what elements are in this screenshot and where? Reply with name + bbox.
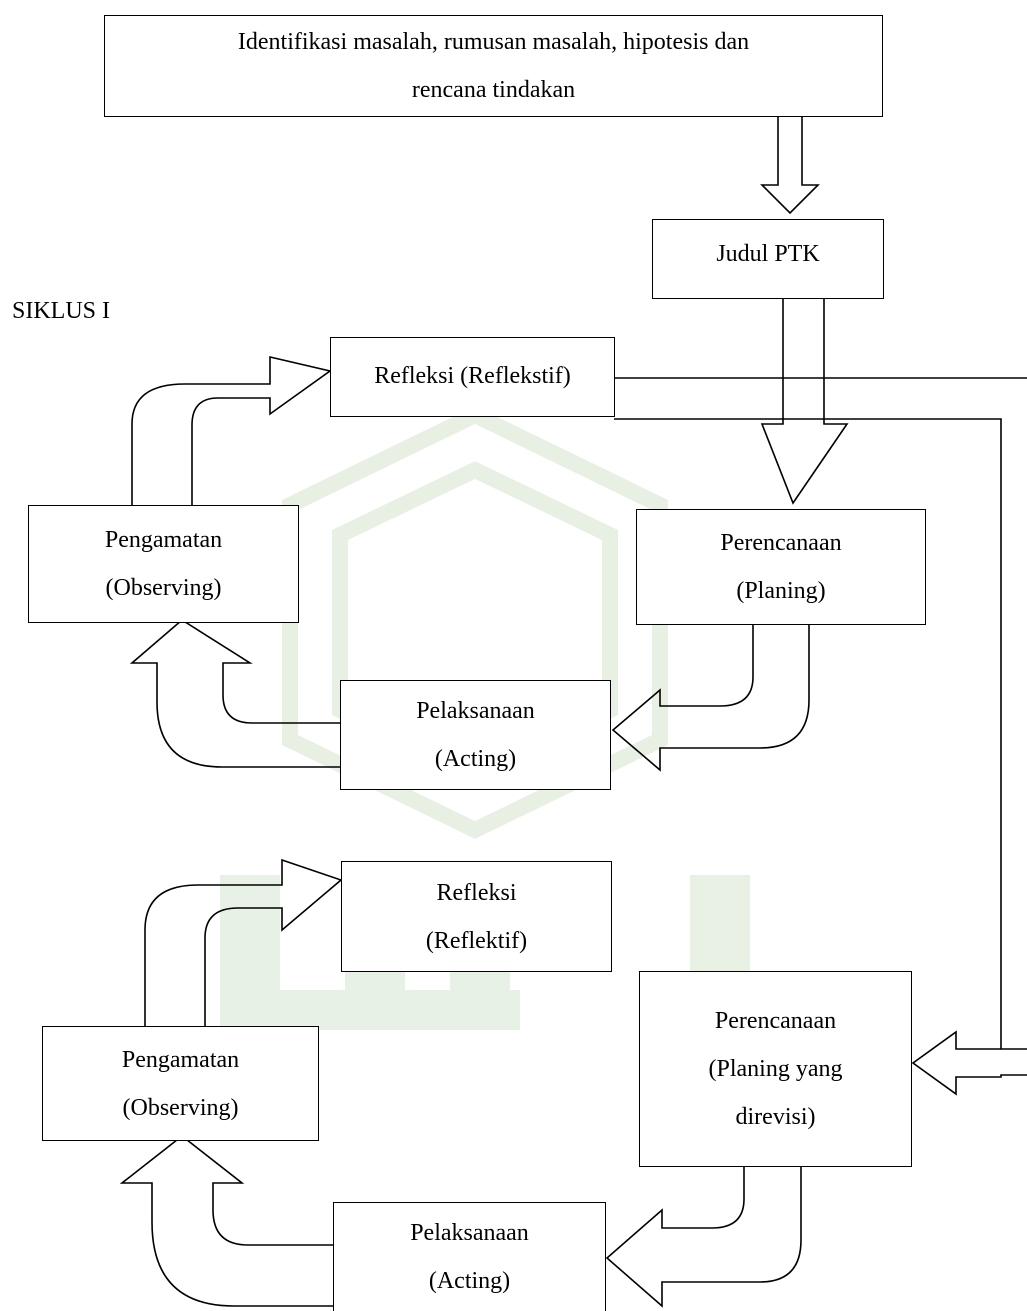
pelaksanaan-1-line1: Pelaksanaan bbox=[416, 698, 535, 724]
judul-ptk-label: Judul PTK bbox=[716, 241, 820, 267]
arrow-perencanaan-to-pelaksanaan-2 bbox=[605, 1167, 802, 1308]
perencanaan-2-line2: (Planing yang bbox=[708, 1056, 843, 1082]
arrow-pelaksanaan-to-pengamatan-2 bbox=[119, 1134, 333, 1307]
arrow-pelaksanaan-to-pengamatan-1 bbox=[129, 619, 340, 768]
arrow-pengamatan-to-refleksi-2 bbox=[144, 858, 343, 1026]
pelaksanaan-1-line2: (Acting) bbox=[434, 746, 517, 772]
problem-identification-box: Identifikasi masalah, rumusan masalah, h… bbox=[104, 15, 883, 117]
cycle-1-label: SIKLUS I bbox=[12, 298, 111, 324]
problem-identification-line2: rencana tindakan bbox=[411, 77, 576, 103]
pengamatan-2-line2: (Observing) bbox=[122, 1094, 239, 1121]
pengamatan-2-line1: Pengamatan bbox=[121, 1046, 240, 1073]
pelaksanaan-2-line2: (Acting) bbox=[428, 1268, 511, 1294]
perencanaan-1-line2: (Planing) bbox=[736, 578, 826, 604]
perencanaan-1-line1: Perencanaan bbox=[720, 530, 842, 556]
judul-ptk-box: Judul PTK bbox=[652, 219, 884, 299]
pengamatan-box-1: Pengamatan (Observing) bbox=[28, 505, 299, 623]
pelaksanaan-2-line1: Pelaksanaan bbox=[410, 1220, 529, 1246]
refleksi-box-1: Refleksi (Reflekstif) bbox=[330, 337, 615, 417]
arrow-into-perencanaan-2 bbox=[911, 1030, 1027, 1096]
perencanaan-2-line1: Perencanaan bbox=[714, 1008, 837, 1034]
arrow-perencanaan-to-pelaksanaan-1 bbox=[611, 625, 810, 772]
problem-identification-line1: Identifikasi masalah, rumusan masalah, h… bbox=[237, 29, 750, 55]
arrow-pengamatan-to-refleksi-1 bbox=[131, 355, 332, 505]
arrow-top-to-judul bbox=[760, 116, 820, 215]
pengamatan-box-2: Pengamatan (Observing) bbox=[42, 1026, 319, 1141]
refleksi-1-label: Refleksi (Reflekstif) bbox=[374, 363, 571, 389]
pengamatan-1-line2: (Observing) bbox=[105, 575, 222, 601]
perencanaan-box-2: Perencanaan (Planing yang direvisi) bbox=[639, 971, 912, 1167]
refleksi-2-line1: Refleksi bbox=[436, 879, 517, 906]
connector-refleksi-return bbox=[614, 418, 1027, 1050]
pelaksanaan-box-1: Pelaksanaan (Acting) bbox=[340, 680, 611, 790]
refleksi-2-line2: (Reflektif) bbox=[425, 927, 528, 954]
pengamatan-1-line1: Pengamatan bbox=[104, 527, 223, 553]
perencanaan-box-1: Perencanaan (Planing) bbox=[636, 509, 926, 625]
arrow-judul-to-perencanaan bbox=[760, 299, 849, 505]
pelaksanaan-box-2: Pelaksanaan (Acting) bbox=[333, 1202, 606, 1311]
perencanaan-2-line3: direvisi) bbox=[735, 1104, 816, 1130]
refleksi-box-2: Refleksi (Reflektif) bbox=[341, 861, 612, 972]
